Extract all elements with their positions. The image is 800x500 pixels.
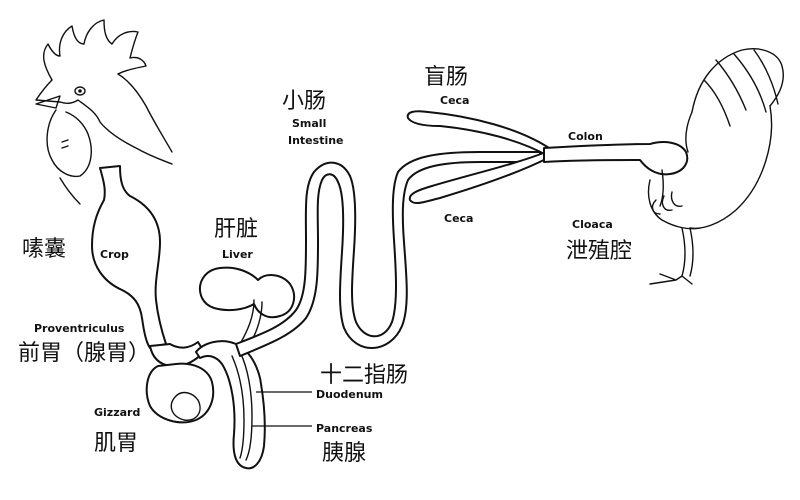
esophagus-crop [91, 165, 167, 349]
rooster-body-illustration [647, 48, 784, 285]
leader-lines [252, 391, 312, 427]
small-intestine-group [235, 151, 541, 357]
eye [74, 86, 86, 96]
label-small-intestine-zh: 小肠 [282, 89, 326, 114]
label-gizzard-zh: 肌胃 [94, 431, 138, 456]
pupil [78, 89, 82, 93]
beak [35, 95, 61, 109]
cecum-upper [406, 110, 553, 157]
liver [199, 266, 296, 319]
label-ceca-top-en: Ceca [440, 94, 469, 107]
neck-line [59, 177, 81, 205]
label-duodenum-zh: 十二指肠 [320, 363, 408, 388]
liver-group [199, 266, 296, 349]
label-small-intestine-en-1: Small [292, 117, 326, 130]
back-outline [685, 105, 773, 230]
label-ceca-zh: 盲肠 [424, 65, 468, 90]
label-gizzard-en: Gizzard [94, 406, 140, 419]
colon-cloaca-group [543, 141, 689, 207]
cloaca [659, 169, 665, 207]
leg [649, 227, 694, 285]
rooster-head-illustration [35, 19, 173, 205]
label-crop-en: Crop [100, 248, 129, 261]
label-proventriculus-zh: 前胃（腺胃） [18, 341, 150, 366]
label-small-intestine-en-2: Intestine [288, 134, 344, 147]
wattle-mark [61, 139, 69, 149]
colon [543, 141, 689, 176]
label-ceca-bottom-en: Ceca [444, 212, 473, 225]
labels: Crop 嗉囊 Proventriculus 前胃（腺胃） Gizzard 肌胃… [18, 65, 632, 466]
label-colon-en: Colon [568, 130, 603, 143]
label-pancreas-en: Pancreas [316, 422, 373, 435]
label-pancreas-zh: 胰腺 [322, 441, 366, 466]
label-liver-zh: 肝脏 [214, 217, 258, 242]
head-top [117, 73, 173, 153]
label-cloaca-zh: 泄殖腔 [566, 239, 632, 264]
small-intestine [235, 151, 541, 357]
gizzard-muscle [170, 391, 201, 421]
wing [651, 191, 683, 215]
comb [42, 19, 147, 81]
head-outline [35, 79, 173, 165]
label-crop-zh: 嗉囊 [22, 237, 66, 262]
label-proventriculus-en: Proventriculus [34, 322, 125, 335]
ceca-group [406, 110, 553, 205]
wattle [46, 109, 92, 178]
label-liver-en: Liver [222, 248, 253, 261]
pancreas [231, 351, 253, 461]
label-duodenum-en: Duodenum [316, 388, 383, 401]
proventriculus [149, 341, 205, 368]
tail-feathers [691, 48, 784, 127]
upper-digestive-tract [91, 165, 215, 424]
label-cloaca-en: Cloaca [572, 218, 613, 231]
cecum-lower [408, 151, 549, 205]
